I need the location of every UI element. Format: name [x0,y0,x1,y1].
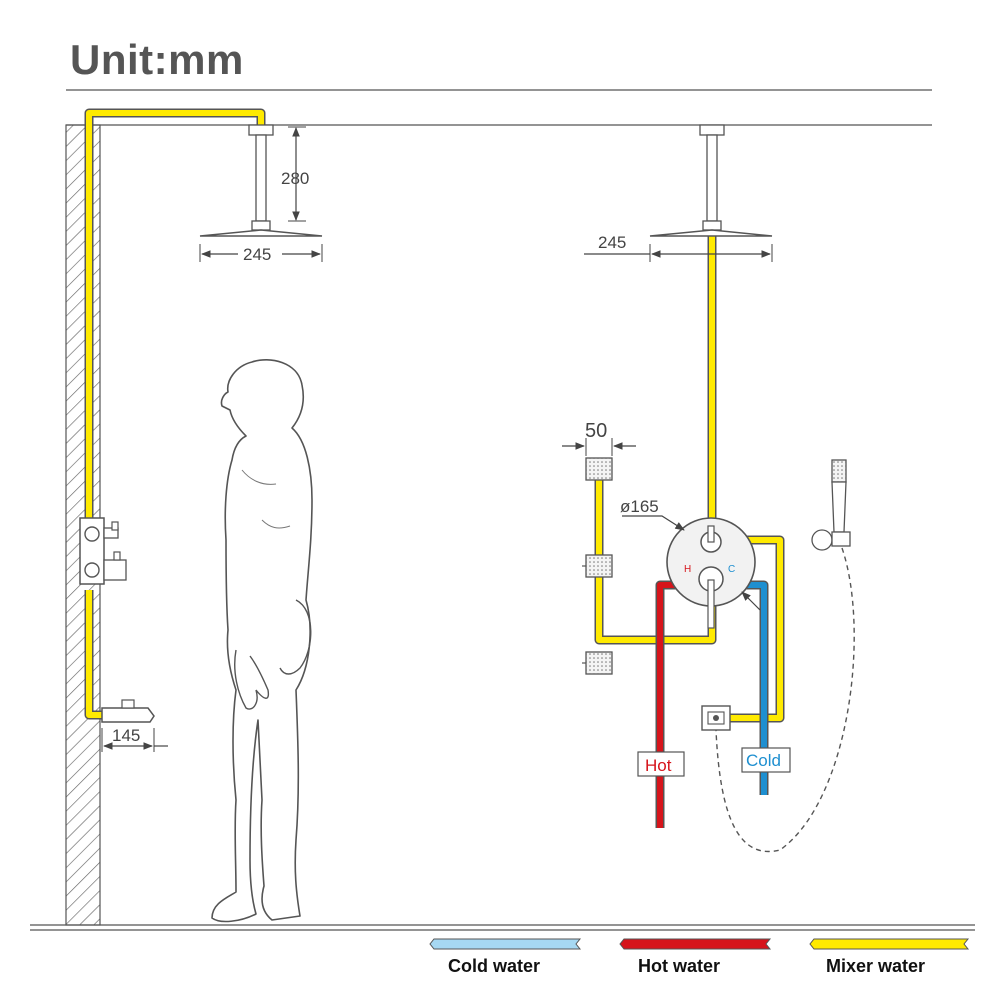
unit-title: Unit:mm [70,36,244,83]
shower-head-left [199,229,323,237]
valve-cold-mark: C [728,564,735,575]
left-shower-system: 280 245 145 [79,108,323,752]
legend-swatch-hot [619,938,772,950]
legend-label-cold: Cold water [448,956,540,976]
jet-spacing-label: 50 [585,420,607,442]
human-figure [211,359,313,923]
shower-arm-left [255,134,267,222]
body-jet-middle [585,554,613,578]
valve-diameter-label: ø165 [620,497,659,516]
hand-shower-head [831,459,847,483]
cold-pipe-tag: Cold [746,751,781,770]
shower-head-right [649,229,773,237]
legend-item-cold: Cold water [429,938,582,976]
legend-swatch-cold [429,938,582,950]
body-jet-bottom [585,651,613,675]
legend: Cold water Hot water Mixer water [429,938,970,976]
ceiling-flange-right [699,124,725,136]
legend-label-mixer: Mixer water [826,956,925,976]
legend-item-hot: Hot water [619,938,772,976]
hand-shower-hose [715,547,855,853]
body-jet-top [585,457,613,481]
legend-swatch-mixer [809,938,970,950]
ceiling-flange-left [248,124,274,136]
spout-depth-label: 145 [112,726,140,745]
shower-arm-right [706,134,718,222]
legend-item-mixer: Mixer water [809,938,970,976]
head-width-left-label: 245 [243,245,271,264]
arm-height-label: 280 [281,169,309,188]
valve-hot-mark: H [684,564,691,575]
hot-pipe-tag: Hot [645,756,672,775]
legend-label-hot: Hot water [638,956,720,976]
tub-spout [101,707,155,723]
head-width-right-label: 245 [598,233,626,252]
hand-shower-holder [811,529,833,551]
right-shower-system: 245 50 H C ø165 [562,124,855,853]
